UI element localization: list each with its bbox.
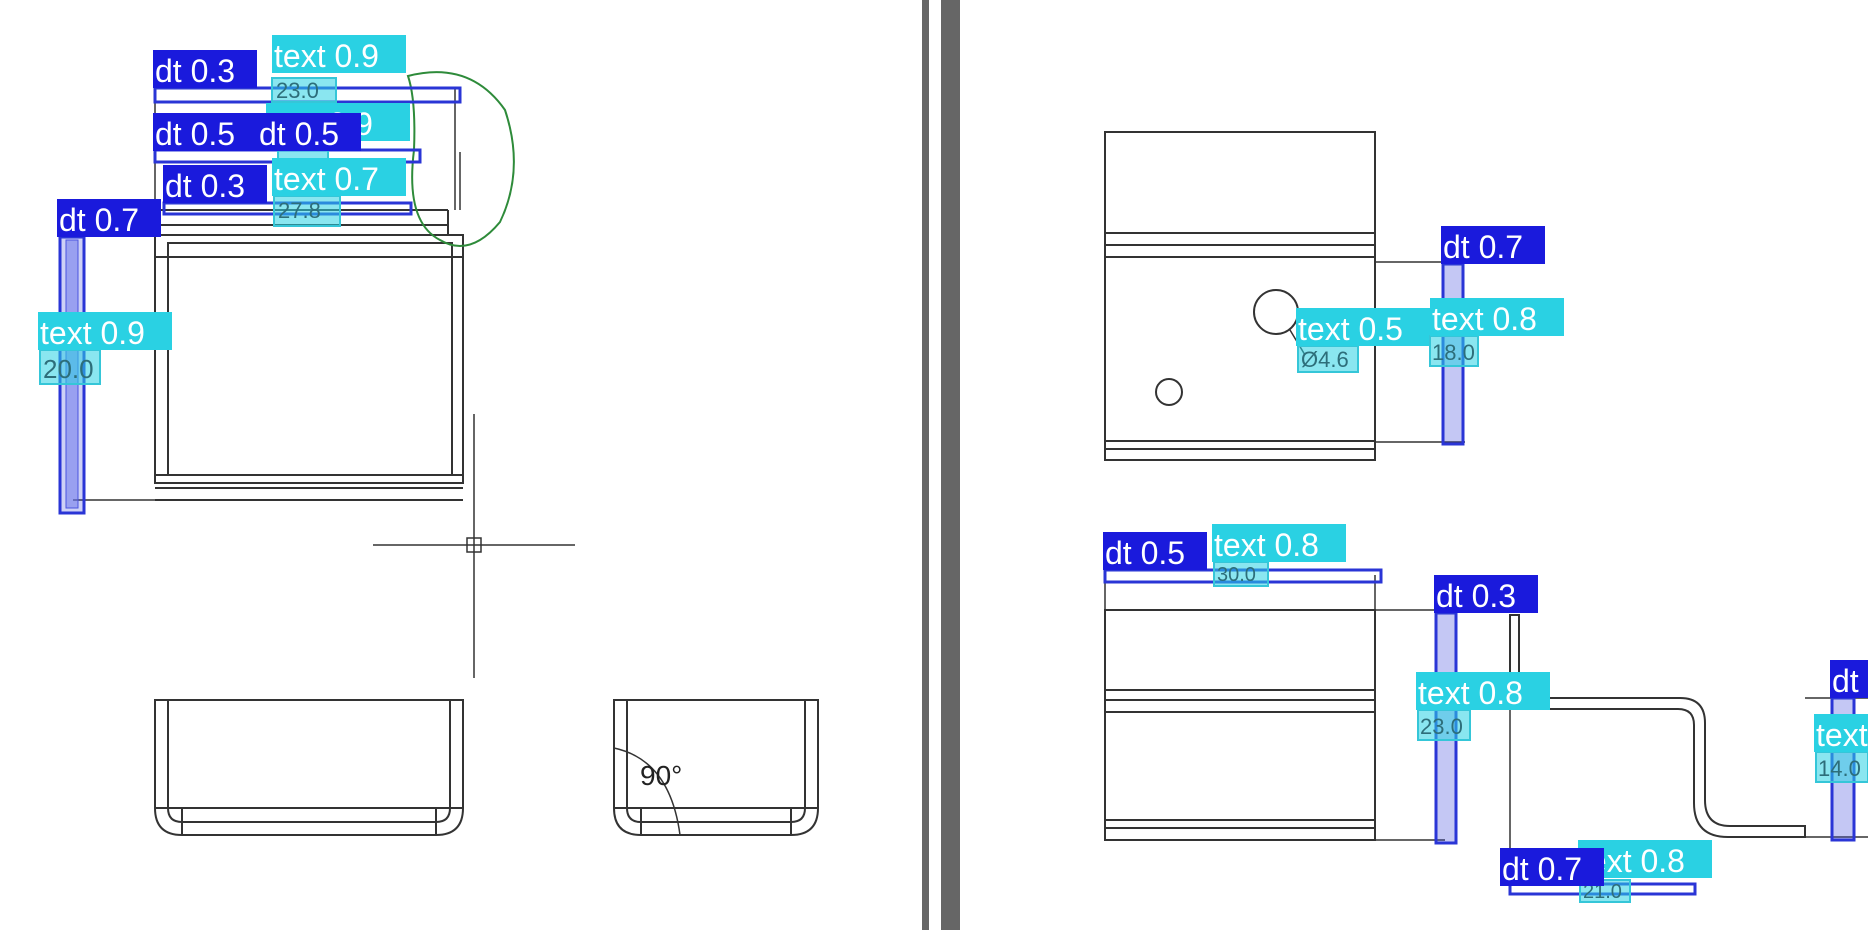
text-value: 14.0 xyxy=(1818,756,1861,781)
text-label-bg xyxy=(1296,308,1430,346)
dt-label-bg xyxy=(153,50,257,88)
text-value: 20.0 xyxy=(43,354,94,384)
text-label-bg xyxy=(1430,298,1564,336)
text-value: 23.0 xyxy=(1420,714,1463,739)
dt-label: dt 0.7 xyxy=(1502,851,1582,887)
dt-label: dt 0.7 xyxy=(59,202,139,238)
text-label-bg xyxy=(272,158,406,196)
text-box[interactable] xyxy=(271,77,337,103)
right-drawing xyxy=(1104,131,1868,885)
dt-label: dt 0.3 xyxy=(165,168,245,204)
dt-label: dt 0.3 xyxy=(155,53,235,89)
dt-label: dt 0.5 xyxy=(259,116,339,152)
left-front-view-inner xyxy=(167,700,451,823)
dt-label: dt xyxy=(1832,663,1859,699)
right-front-view-outer xyxy=(1104,609,1376,841)
dt-label: dt 0.5 xyxy=(1105,535,1185,571)
text-value: 21.0 xyxy=(1583,881,1622,903)
text-value: 23.0 xyxy=(276,78,319,103)
text-value: 18.0 xyxy=(1432,340,1475,365)
text-label: text 0.8 xyxy=(1214,527,1319,563)
left-side-view-inner xyxy=(626,700,806,823)
text-label-bg xyxy=(38,312,172,350)
dt-label-bg xyxy=(1441,226,1545,264)
text-value: 27.8 xyxy=(278,198,321,223)
text-label-bg xyxy=(1814,714,1868,752)
text-label: text 0.8 xyxy=(1432,301,1537,337)
right-detections: dt 0.7 Ø4.6 text 0.5 18.0 text 0.8 dt 0.… xyxy=(1103,226,1868,903)
left-top-view-inner xyxy=(167,242,453,476)
text-box[interactable] xyxy=(39,349,101,385)
crosshair-box xyxy=(466,537,482,553)
hole-small xyxy=(1155,378,1183,406)
dt-label: dt 0.7 xyxy=(1443,229,1523,265)
text-box[interactable] xyxy=(1213,561,1269,587)
text-value: 30.0 xyxy=(1217,564,1256,586)
text-label: text 0.7 xyxy=(274,161,379,197)
left-detections: dt 0.3 23.0 text 0.9 text 0.9 dt 0.5 dt … xyxy=(38,35,462,515)
text-label-bg xyxy=(1212,524,1346,562)
left-drawing xyxy=(73,88,819,836)
panel-divider-left xyxy=(922,0,929,930)
angle-label: 90° xyxy=(640,760,682,791)
dt-label-bg xyxy=(153,113,257,151)
text-label: text 0.8 xyxy=(1418,675,1523,711)
hole-large xyxy=(1253,289,1299,335)
dt-label-bg xyxy=(57,199,161,237)
dt-label: dt 0.3 xyxy=(1436,578,1516,614)
dt-label-bg xyxy=(1830,660,1868,698)
text-label: text 0.9 xyxy=(40,315,145,351)
text-value: Ø4.6 xyxy=(1301,347,1349,372)
text-label: text 0.5 xyxy=(1298,311,1403,347)
left-top-view-outer xyxy=(154,234,464,484)
text-box[interactable] xyxy=(1417,709,1471,741)
dt-label-bg xyxy=(1500,848,1604,886)
right-top-view-outer xyxy=(1104,131,1376,461)
panel-divider-right xyxy=(941,0,960,930)
right-side-profile xyxy=(1509,614,1806,838)
dt-label-bg xyxy=(257,113,361,151)
angle-arc xyxy=(613,747,681,836)
text-label-bg xyxy=(1416,672,1550,710)
left-front-view-outer xyxy=(154,699,464,836)
dt-label-bg xyxy=(1103,532,1207,570)
dt-label: dt 0.5 xyxy=(155,116,235,152)
text-label: text xyxy=(1816,717,1868,753)
text-label: text 0.9 xyxy=(274,38,379,74)
text-label-bg xyxy=(272,35,406,73)
dt-label-bg xyxy=(163,165,267,203)
dt-label-bg xyxy=(1434,575,1538,613)
text-box[interactable] xyxy=(1297,345,1359,373)
